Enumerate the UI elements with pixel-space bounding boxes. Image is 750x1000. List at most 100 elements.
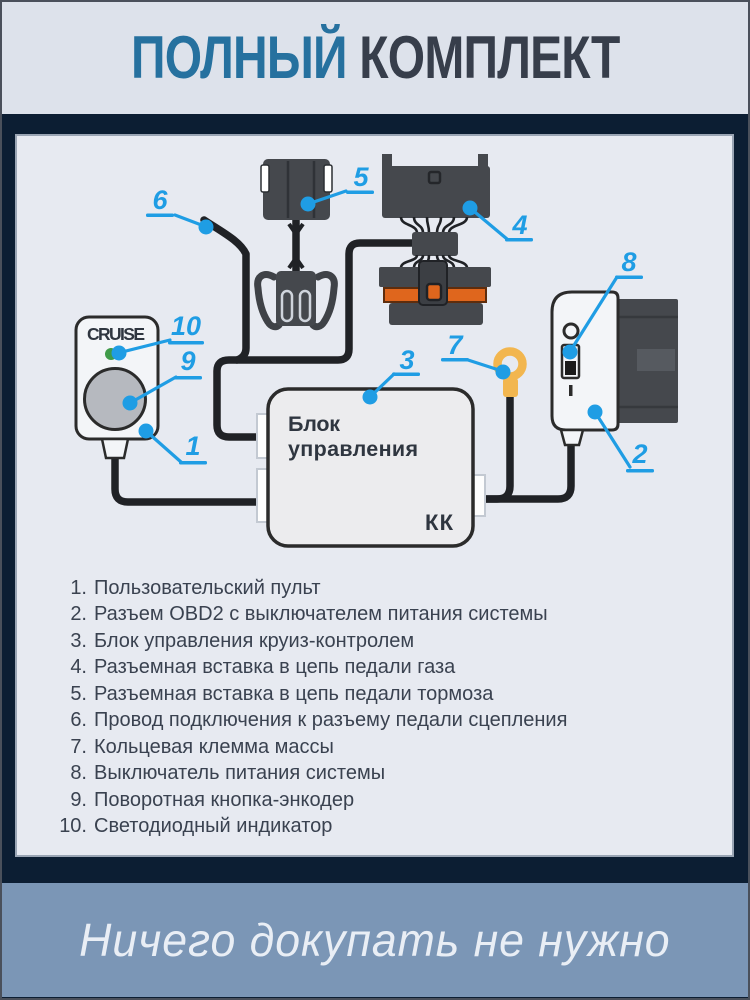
control-unit-label-line2: управления xyxy=(288,437,418,461)
svg-text:2: 2 xyxy=(631,439,647,469)
ground-wire xyxy=(481,390,514,503)
gas-socket-clip-window xyxy=(425,282,443,302)
callout-10: 10 xyxy=(111,311,204,361)
legend-item-label: Поворотная кнопка-энкодер xyxy=(94,788,355,811)
gas-connector-hole xyxy=(427,170,442,185)
callout-3: 3 xyxy=(362,345,420,405)
legend-item-2: 2. Разъем OBD2 с выключателем питания си… xyxy=(53,602,567,629)
obd2-wire xyxy=(481,440,575,503)
legend-item-number: 9. xyxy=(70,788,87,811)
svg-text:1: 1 xyxy=(185,431,200,461)
gas-insert-wire xyxy=(213,239,417,441)
callout-5: 5 xyxy=(300,162,374,212)
legend-item-3: 3. Блок управления круиз-контролем xyxy=(53,628,567,655)
page-title: ПОЛНЫЙ КОМПЛЕКТ xyxy=(131,28,620,88)
ring-terminal xyxy=(493,347,527,397)
brake-neck-crimp-bottom xyxy=(287,254,305,270)
control-unit-badge: КК xyxy=(425,510,454,535)
wiring-harness xyxy=(111,215,575,506)
encoder-knob xyxy=(83,367,147,431)
obd2-plug-inset xyxy=(637,349,675,371)
control-unit-label-line1: Блок xyxy=(288,412,340,436)
cruise-remote: CRUISE xyxy=(74,315,160,460)
obd2-body xyxy=(550,290,620,432)
brake-neck-crimp-top xyxy=(287,222,305,238)
header: ПОЛНЫЙ КОМПЛЕКТ xyxy=(2,2,748,114)
remote-cable-tab xyxy=(100,437,130,460)
callout-8: 8 xyxy=(562,247,643,360)
gas-connector-block xyxy=(382,166,490,218)
gas-socket-base xyxy=(389,303,483,325)
legend-item-label: Выключатель питания системы xyxy=(94,762,386,785)
callout-2: 2 xyxy=(587,404,654,473)
callout-1: 1 xyxy=(138,423,207,465)
svg-text:9: 9 xyxy=(180,346,195,376)
power-switch-slider xyxy=(565,361,576,375)
callout-7: 7 xyxy=(441,330,511,380)
legend-item-label: Блок управления круиз-контролем xyxy=(94,629,415,652)
footer-note: Ничего докупать не нужно xyxy=(79,914,671,966)
footer-band: Ничего докупать не нужно xyxy=(2,883,748,997)
legend-item-number: 1. xyxy=(70,576,87,599)
gas-junction-block xyxy=(412,232,458,256)
legend-item-7: 7. Кольцевая клемма массы xyxy=(53,734,567,761)
remote-label: CRUISE xyxy=(87,324,145,344)
legend-item-number: 7. xyxy=(70,735,87,758)
legend-item-label: Провод подключения к разъему педали сцеп… xyxy=(94,709,568,732)
brake-plug-prong-right xyxy=(298,289,312,323)
legend-item-5: 5. Разъемная вставка в цепь педали тормо… xyxy=(53,681,567,708)
legend-item-number: 8. xyxy=(70,762,87,785)
legend-item-number: 4. xyxy=(70,656,87,679)
clutch-wire xyxy=(200,216,250,364)
brake-plug-wing-left xyxy=(254,271,283,331)
title-primary: ПОЛНЫЙ xyxy=(130,24,347,91)
pedal-insert-brake xyxy=(254,159,338,331)
legend-item-10: 10. Светодиодный индикатор xyxy=(53,814,567,841)
legend-item-number: 3. xyxy=(70,629,87,652)
gas-connector-tab-right xyxy=(478,154,488,170)
legend-item-1: 1. Пользовательский пульт xyxy=(53,575,567,602)
obd2-plug-seams xyxy=(616,315,678,409)
legend-item-label: Разъем OBD2 с выключателем питания систе… xyxy=(94,603,548,626)
callout-4: 4 xyxy=(462,200,533,242)
callout-9: 9 xyxy=(122,346,202,411)
ring-terminal-ring xyxy=(493,347,527,381)
kit-diagram: Блок управления КК CRUISE xyxy=(74,154,678,548)
power-symbol-circle xyxy=(562,322,580,340)
legend-item-label: Светодиодный индикатор xyxy=(94,815,333,838)
svg-text:7: 7 xyxy=(447,330,464,360)
legend-item-label: Разъемная вставка в цепь педали газа xyxy=(94,656,456,679)
legend-item-number: 5. xyxy=(70,682,87,705)
svg-text:10: 10 xyxy=(171,311,201,341)
legend-item-label: Разъемная вставка в цепь педали тормоза xyxy=(94,682,494,705)
power-symbol-bar xyxy=(569,385,573,396)
obd2-cable-tab xyxy=(559,428,585,447)
svg-text:8: 8 xyxy=(621,247,636,277)
svg-text:5: 5 xyxy=(353,162,369,192)
legend-item-number: 10. xyxy=(59,815,87,838)
legend-item-number: 6. xyxy=(70,709,87,732)
brake-connector-tab-right xyxy=(323,164,333,193)
brake-plug-prong-left xyxy=(280,289,294,323)
obd2-connector xyxy=(550,290,678,447)
svg-text:6: 6 xyxy=(152,185,168,215)
legend-item-label: Кольцевая клемма массы xyxy=(94,735,334,758)
legend-item-6: 6. Провод подключения к разъему педали с… xyxy=(53,708,567,735)
svg-text:3: 3 xyxy=(399,345,414,375)
brake-connector-block xyxy=(263,159,330,220)
brake-connector-tab-left xyxy=(260,164,270,193)
gas-wire-strands-upper xyxy=(399,216,469,234)
title-secondary: КОМПЛЕКТ xyxy=(359,24,620,91)
legend-item-label: Пользовательский пульт xyxy=(94,576,321,599)
remote-wire xyxy=(111,454,274,506)
diagram-panel: Блок управления КК CRUISE xyxy=(15,134,734,857)
callout-6: 6 xyxy=(146,185,214,235)
legend-item-9: 9. Поворотная кнопка-энкодер xyxy=(53,787,567,814)
legend-item-4: 4. Разъемная вставка в цепь педали газа xyxy=(53,655,567,682)
legend-item-number: 2. xyxy=(70,603,87,626)
callouts: 1 2 3 4 xyxy=(111,162,654,473)
gas-connector-tab-left xyxy=(382,154,392,170)
brake-plug-body xyxy=(276,271,316,326)
svg-text:4: 4 xyxy=(511,210,527,240)
